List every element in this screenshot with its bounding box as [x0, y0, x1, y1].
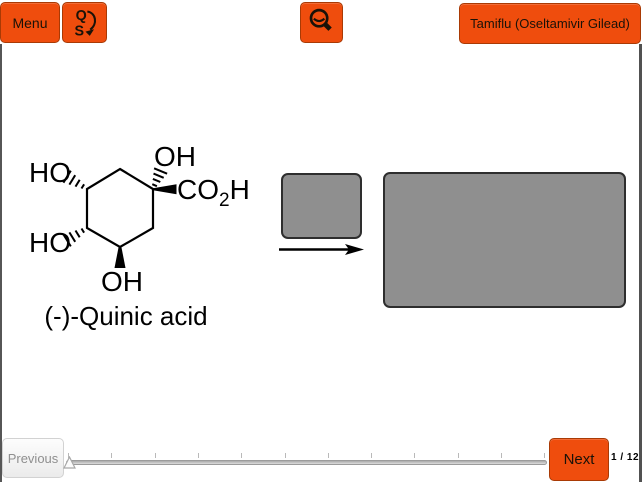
wedge-bond-co2h: [153, 184, 177, 195]
hashed-bond-upper-left: [62, 170, 85, 190]
reagent-placeholder-box[interactable]: [281, 173, 362, 239]
atom-label-oh-top: OH: [154, 141, 196, 172]
question-solution-toggle-button[interactable]: Q S: [62, 2, 107, 43]
page-slider[interactable]: [62, 450, 548, 474]
menu-button[interactable]: Menu: [0, 2, 60, 43]
app-frame-right-edge: [639, 44, 642, 482]
next-button[interactable]: Next: [549, 438, 609, 481]
wedge-bond-bottom-oh: [114, 247, 126, 268]
magnifier-icon: [309, 8, 332, 31]
slider-track[interactable]: [66, 460, 547, 465]
atom-label-ho-lower: HO: [29, 227, 71, 258]
slider-thumb[interactable]: [63, 456, 76, 469]
next-button-label: Next: [563, 451, 595, 468]
product-placeholder-box[interactable]: [383, 172, 626, 308]
app-frame-left-edge: [0, 44, 2, 482]
atom-label-co2h: CO2H: [177, 174, 250, 211]
svg-text:S: S: [74, 23, 84, 39]
lesson-title-button[interactable]: Tamiflu (Oseltamivir Gilead): [459, 3, 641, 44]
previous-button[interactable]: Previous: [2, 438, 64, 478]
molecule-name-label: (-)-Quinic acid: [44, 301, 208, 331]
reaction-arrow: [279, 244, 364, 255]
svg-text:Q: Q: [76, 8, 87, 24]
hashed-bond-top-oh: [151, 167, 168, 188]
q-to-s-icon: Q S: [74, 8, 97, 39]
lesson-title-label: Tamiflu (Oseltamivir Gilead): [470, 16, 630, 31]
hashed-bond-lower-left: [62, 227, 85, 247]
page-indicator: 1 / 12: [611, 452, 640, 463]
atom-label-oh-bottom: OH: [101, 266, 143, 297]
menu-button-label: Menu: [12, 14, 48, 31]
atom-label-ho-upper: HO: [29, 157, 71, 188]
previous-button-label: Previous: [7, 450, 59, 466]
zoom-button[interactable]: [300, 2, 343, 43]
